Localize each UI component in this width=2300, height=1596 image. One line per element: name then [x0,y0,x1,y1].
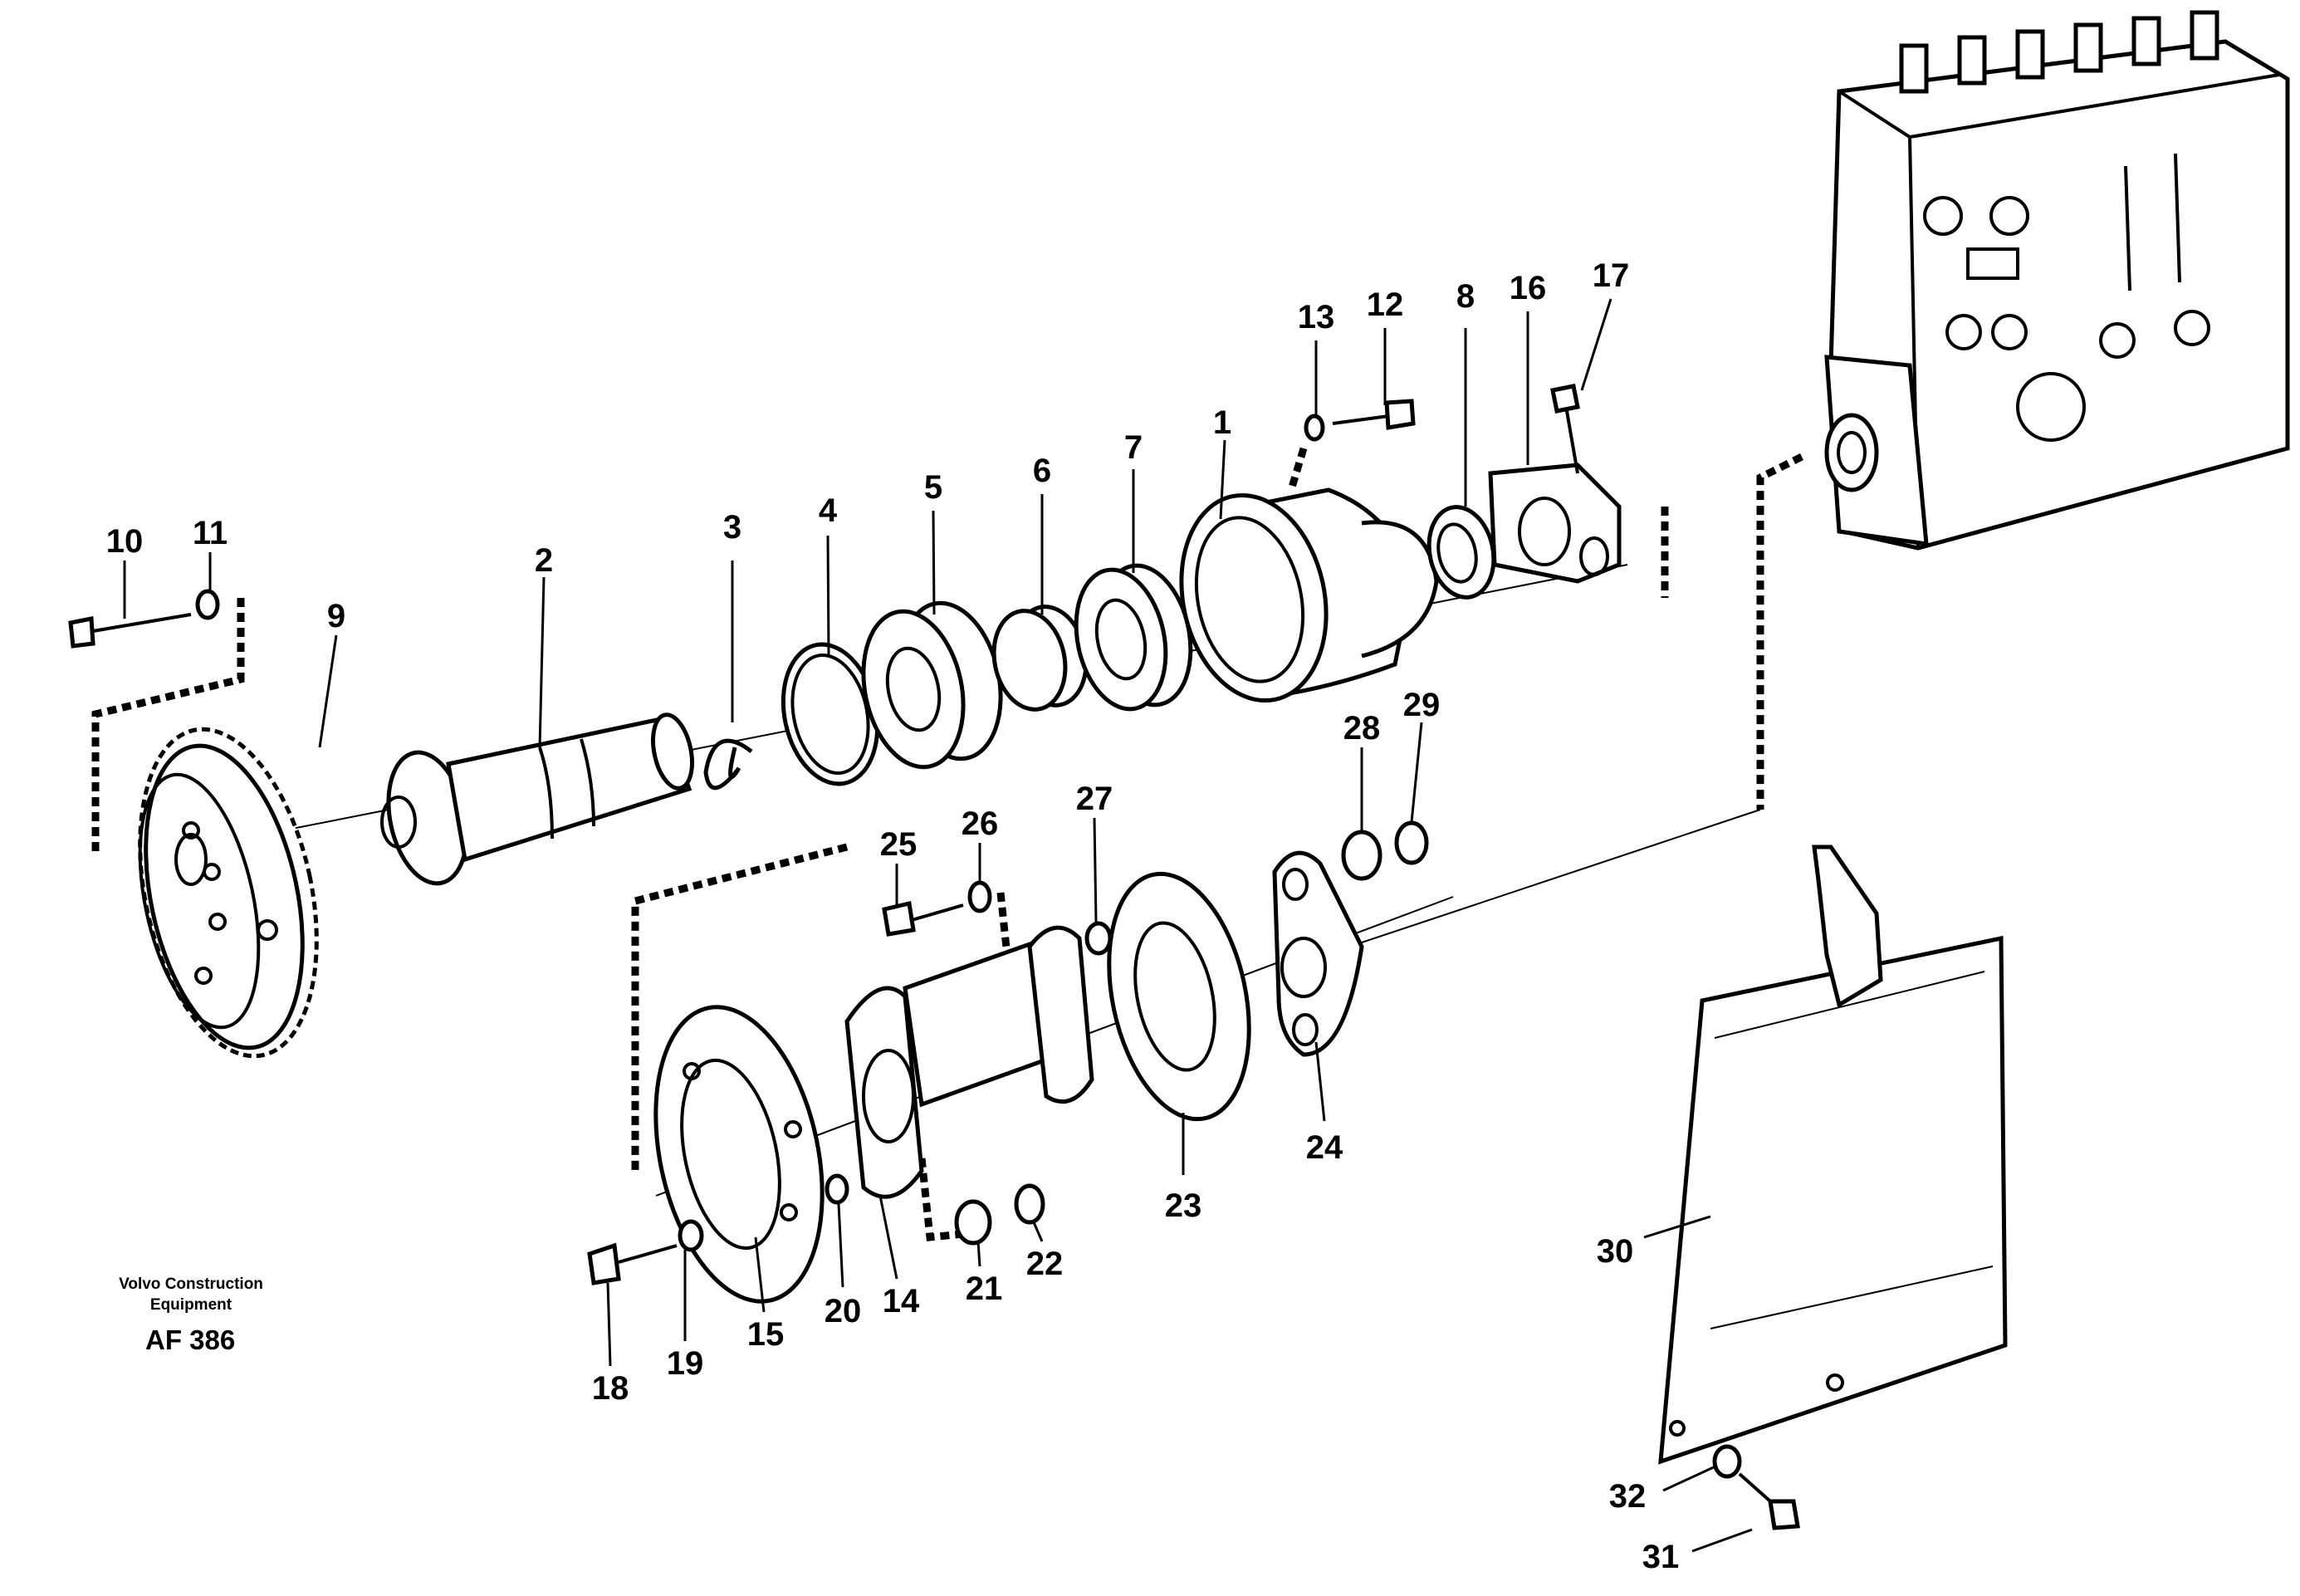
callout-30: 30 [1597,1233,1634,1270]
connector-pump [1756,453,1804,810]
tube-part-14 [844,925,1094,1199]
callout-4: 4 [819,492,838,529]
callout-7: 7 [1124,429,1143,466]
callout-16: 16 [1510,270,1547,306]
bolt-part-31 [1738,1472,1800,1530]
sleeve-part-6 [991,605,1089,712]
callout-28: 28 [1343,710,1381,747]
callout-27: 27 [1076,781,1113,817]
housing-part-1 [1179,487,1439,703]
bearing-part-7 [1074,563,1193,712]
gear-part-9 [138,727,319,1059]
connector-gear-bolt [91,598,245,855]
callout-1: 1 [1213,404,1231,441]
connector-bolt12 [1287,447,1308,492]
callout-13: 13 [1298,299,1335,335]
bracket-part-24 [1272,850,1364,1057]
callout-22: 22 [1026,1246,1064,1282]
nut-part-21 [954,1199,992,1246]
nut-part-28 [1341,830,1382,881]
flange-part-23 [1107,871,1251,1122]
washer-part-11 [195,589,220,620]
callout-29: 29 [1403,687,1441,723]
callout-9: 9 [327,598,345,634]
pump-link-line [1361,809,1761,943]
washer-part-13 [1304,414,1325,442]
cover-plate-part-30 [1658,845,2008,1465]
brand-line-1: Volvo Construction [119,1275,263,1293]
callout-23: 23 [1165,1187,1202,1224]
callout-32: 32 [1609,1478,1647,1515]
callout-3: 3 [723,509,741,546]
washer-part-26 [967,880,992,913]
callout-6: 6 [1033,453,1051,489]
callout-8: 8 [1456,278,1475,315]
washer-part-20 [825,1173,849,1205]
callout-10: 10 [106,523,144,560]
bracket-part-16 [1488,463,1622,584]
bolt-part-10 [68,613,192,649]
callout-leaders [123,298,1753,1553]
injection-pump-body [1824,10,2290,551]
callout-21: 21 [966,1270,1003,1307]
washer-part-19 [678,1219,704,1252]
callout-19: 19 [667,1345,704,1382]
brand-line-2: Equipment [150,1296,232,1314]
washer-part-29 [1394,820,1429,865]
bolt-part-17 [1550,384,1580,474]
callout-24: 24 [1306,1129,1343,1166]
callout-14: 14 [883,1283,920,1319]
callout-25: 25 [880,826,918,863]
washer-part-22 [1014,1183,1045,1225]
bolt-part-12 [1332,399,1416,430]
bolt-part-18 [587,1242,678,1285]
callout-31: 31 [1642,1539,1680,1575]
washer-part-27 [1084,921,1113,956]
washer-part-32 [1712,1444,1742,1479]
callout-20: 20 [825,1293,862,1329]
callout-26: 26 [962,805,999,842]
callout-17: 17 [1593,257,1630,294]
circlip-part-3 [703,738,753,791]
callout-15: 15 [747,1316,785,1353]
bearing-part-5 [861,600,1003,770]
callout-2: 2 [535,542,553,579]
shaft-part-2 [380,712,694,886]
callout-11: 11 [193,515,228,551]
drawing-code: AF 386 [145,1324,235,1355]
callout-18: 18 [592,1370,629,1407]
flange-part-15 [653,1005,825,1304]
callout-5: 5 [924,469,942,506]
bolt-part-25 [882,900,964,937]
callout-12: 12 [1367,286,1404,323]
